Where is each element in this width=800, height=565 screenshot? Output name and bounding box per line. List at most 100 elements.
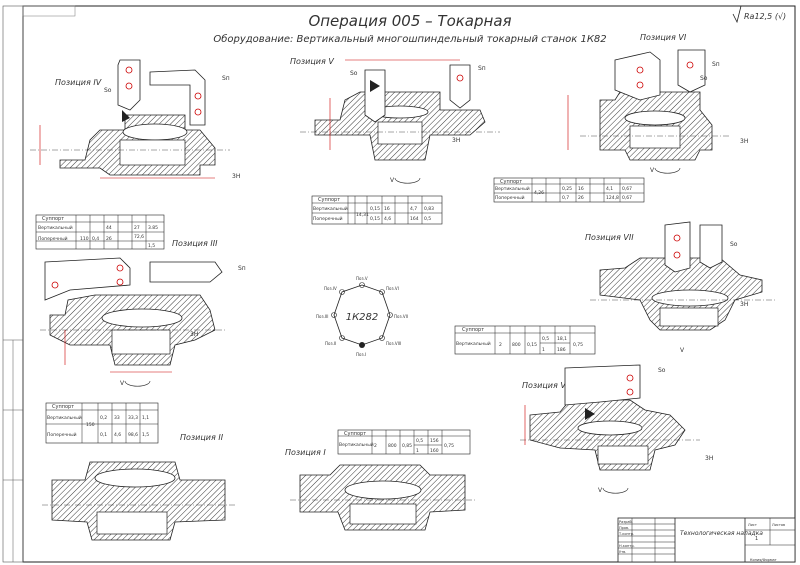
svg-text:V: V [120, 380, 125, 387]
svg-text:Поперечный: Поперечный [495, 194, 525, 201]
svg-text:Sо: Sо [350, 70, 358, 77]
svg-text:14,31: 14,31 [356, 212, 369, 218]
svg-text:Суппорт: Суппорт [52, 404, 74, 410]
tool-holder-position-6 [614, 49, 706, 101]
table-position-7: Суппорт Вертикальный 2 800 0,15 0,5 18,1… [454, 325, 596, 355]
svg-text:Суппорт: Суппорт [344, 431, 366, 437]
title-block: Разраб. Пров. Т.контр. Н.контр. Утв. Тех… [617, 517, 796, 563]
svg-text:V: V [390, 177, 395, 184]
svg-text:Пров.: Пров. [619, 526, 629, 530]
svg-text:Sп: Sп [222, 75, 230, 82]
svg-text:1,1: 1,1 [142, 415, 149, 421]
roughness-symbol [732, 5, 790, 24]
svg-text:Вертикальный: Вертикальный [339, 441, 374, 448]
svg-text:Поз.VII: Поз.VII [394, 314, 408, 319]
svg-text:Утв.: Утв. [619, 550, 626, 554]
svg-text:Т.контр.: Т.контр. [618, 532, 634, 536]
table-position-5: Суппорт Вертикальный Поперечный 14,31 0,… [311, 195, 443, 225]
station-3-marker [331, 312, 337, 318]
svg-text:3Н: 3Н [190, 331, 198, 338]
svg-text:150: 150 [86, 422, 95, 428]
svg-text:V: V [598, 487, 603, 494]
svg-text:Поз.I: Поз.I [356, 352, 366, 357]
svg-text:3Н: 3Н [705, 455, 713, 462]
position-5-label: Позиция V [290, 57, 334, 66]
svg-text:Sо: Sо [700, 75, 708, 82]
svg-text:33,3: 33,3 [128, 415, 138, 421]
svg-text:3Н: 3Н [740, 138, 748, 145]
document-name: Технологическая наладка [680, 530, 763, 537]
svg-text:4,6: 4,6 [114, 432, 121, 438]
svg-text:Поперечный: Поперечный [47, 431, 77, 438]
svg-text:Суппорт: Суппорт [462, 327, 484, 333]
roughness-value: Ra12,5 (√) [744, 12, 786, 21]
svg-text:0,15: 0,15 [527, 342, 537, 348]
svg-text:0,85: 0,85 [402, 443, 412, 449]
svg-text:Вертикальный: Вертикальный [38, 224, 73, 231]
position-7-label: Позиция VII [585, 233, 634, 242]
svg-text:Вертикальный: Вертикальный [47, 414, 82, 421]
svg-text:Вертикальный: Вертикальный [495, 185, 530, 192]
svg-text:72,6: 72,6 [134, 234, 144, 240]
svg-text:16: 16 [578, 186, 584, 192]
position-3-label: Позиция III [172, 239, 218, 248]
svg-text:Вертикальный: Вертикальный [456, 340, 491, 347]
svg-text:3Н: 3Н [232, 173, 240, 180]
svg-text:44: 44 [106, 225, 112, 231]
part-position-8 [520, 399, 700, 471]
svg-text:1: 1 [416, 448, 419, 454]
svg-text:Sо: Sо [658, 367, 666, 374]
svg-text:Вертикальный: Вертикальный [313, 205, 348, 212]
svg-text:Поперечный: Поперечный [38, 235, 68, 242]
svg-text:0,83: 0,83 [424, 206, 434, 212]
svg-text:0,25: 0,25 [562, 186, 572, 192]
svg-text:Лист: Лист [748, 523, 757, 527]
svg-text:1: 1 [542, 347, 545, 353]
svg-text:Листов: Листов [772, 523, 785, 527]
svg-text:4,6: 4,6 [384, 216, 391, 222]
svg-text:0,67: 0,67 [622, 195, 632, 201]
svg-text:0,5: 0,5 [542, 336, 549, 342]
svg-text:Sо: Sо [730, 241, 738, 248]
station-2-marker [339, 335, 345, 341]
svg-text:124,8: 124,8 [606, 195, 619, 201]
svg-text:1: 1 [755, 536, 758, 542]
table-position-6: Суппорт Вертикальный Поперечный 4,26 0,2… [493, 177, 645, 203]
svg-text:0,2: 0,2 [100, 415, 107, 421]
svg-text:0,67: 0,67 [622, 186, 632, 192]
tool-holder-position-5 [364, 64, 471, 123]
svg-text:Н.контр.: Н.контр. [619, 544, 635, 548]
svg-text:Поз.VIII: Поз.VIII [386, 341, 401, 346]
svg-text:800: 800 [512, 342, 521, 348]
svg-text:160: 160 [430, 448, 439, 454]
part-position-5 [300, 91, 500, 161]
svg-text:4,1: 4,1 [606, 186, 613, 192]
station-6-marker [379, 289, 385, 295]
svg-text:800: 800 [388, 443, 397, 449]
svg-text:Поперечный: Поперечный [313, 215, 343, 222]
svg-text:26: 26 [578, 195, 584, 201]
svg-text:Суппорт: Суппорт [318, 197, 340, 203]
tool-holder-position-3 [44, 257, 223, 301]
station-4-marker [339, 289, 345, 295]
station-5-marker [359, 282, 365, 288]
part-position-3 [40, 294, 225, 366]
svg-text:1,5: 1,5 [142, 432, 149, 438]
svg-text:26: 26 [106, 236, 112, 242]
tool-holder-position-4 [117, 59, 206, 126]
svg-text:Sо: Sо [104, 87, 112, 94]
equipment-subtitle: Оборудование: Вертикальный многошпиндель… [213, 33, 606, 45]
svg-text:1,5: 1,5 [148, 243, 155, 249]
svg-text:3.85: 3.85 [148, 225, 158, 231]
svg-text:164: 164 [410, 216, 419, 222]
svg-text:Поз.IV: Поз.IV [324, 286, 337, 291]
tool-holder-position-7 [664, 221, 723, 273]
part-position-1 [290, 464, 475, 531]
svg-text:V: V [680, 347, 685, 354]
svg-text:110: 110 [80, 236, 89, 242]
svg-text:V: V [650, 167, 655, 174]
svg-text:18,1: 18,1 [557, 336, 567, 342]
table-position-1: Суппорт Вертикальный 2 800 0,85 0,5 156 … [337, 429, 471, 455]
svg-text:Поз.V: Поз.V [356, 276, 368, 281]
